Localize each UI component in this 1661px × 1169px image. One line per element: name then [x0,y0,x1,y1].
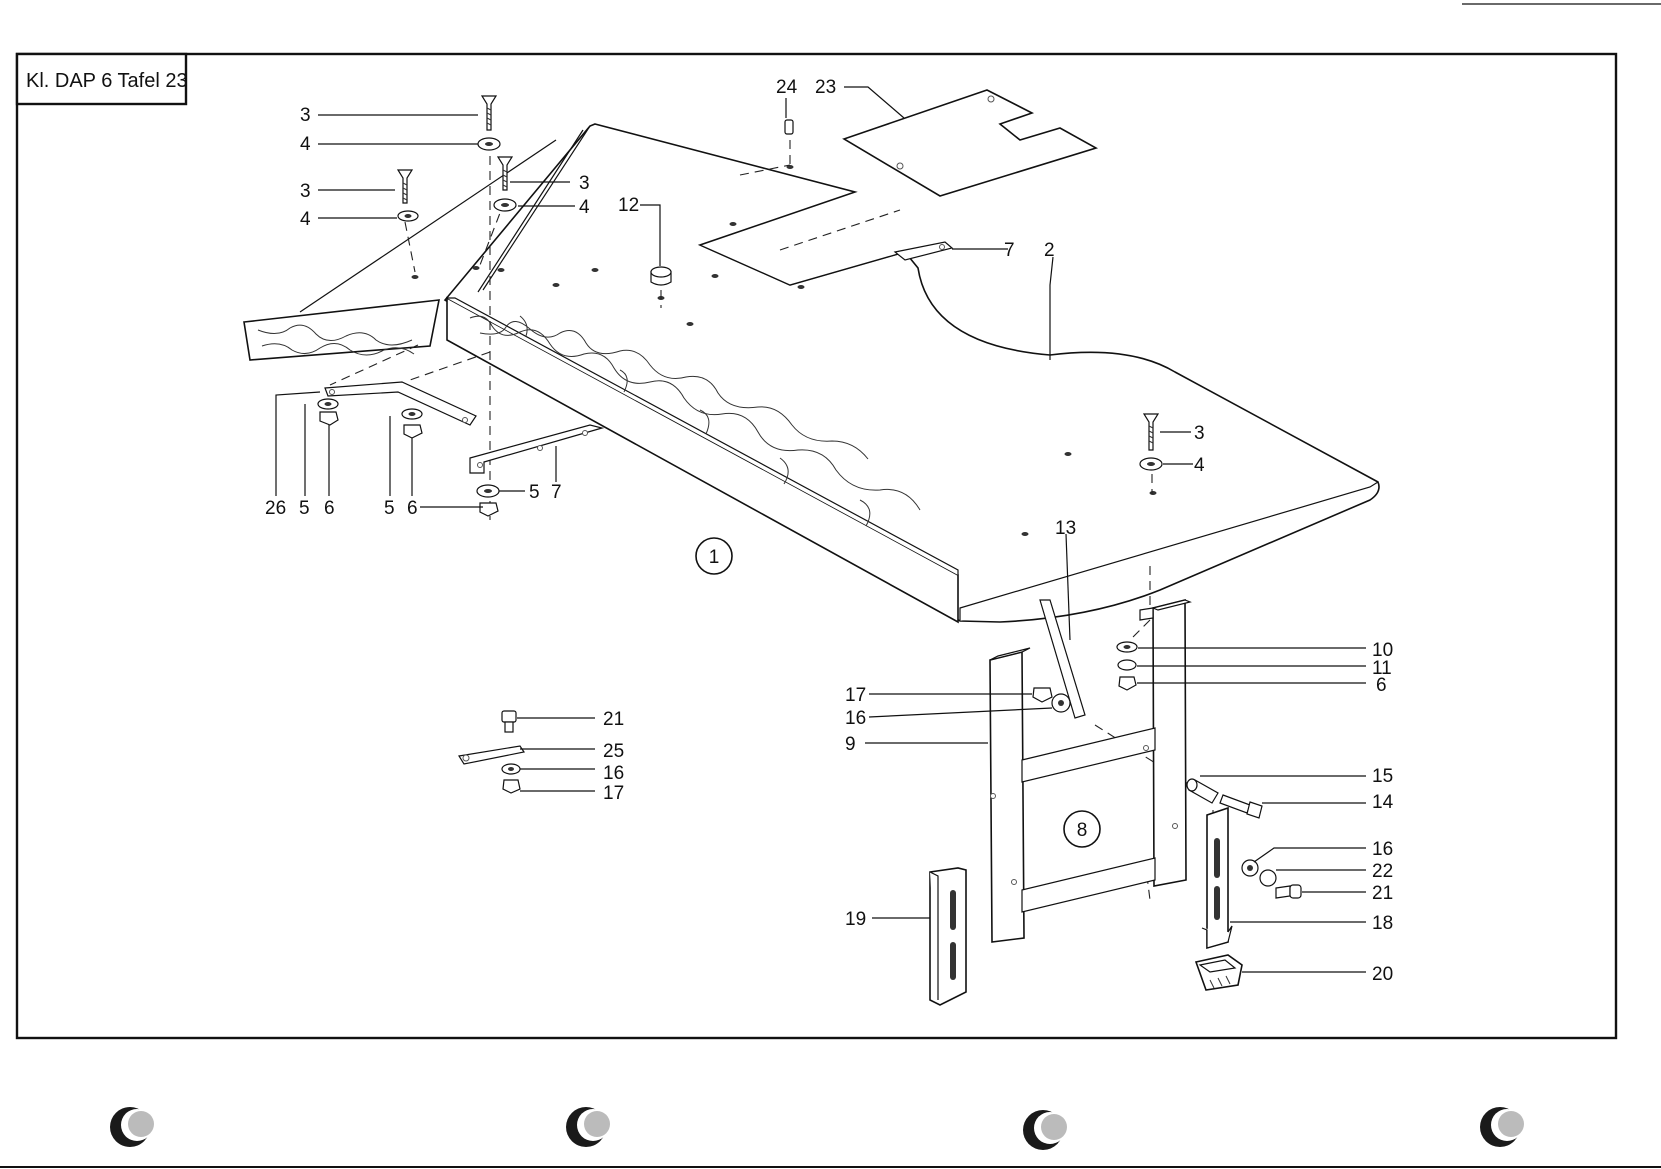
callout-bolt-14: 14 [1372,792,1394,813]
callout-washer-5-b: 5 [384,498,395,519]
frame-9 [990,600,1190,942]
washer-16-c [1242,860,1258,876]
callout-washer-16-c: 16 [1372,839,1393,860]
assembly-marker-1-label: 1 [709,547,720,568]
screw-3-b [498,157,512,190]
callout-washer-4-d: 4 [1194,455,1205,476]
left-wood-brace [244,300,439,360]
callout-screw-3-d: 3 [1194,423,1205,444]
clip-25 [459,746,524,764]
nut-17-b [503,780,520,793]
foot-18 [1202,808,1232,948]
bolt-21-b [1276,885,1301,898]
callout-sleeve-15: 15 [1372,766,1393,787]
washer-16-a [1052,694,1070,712]
callout-spring-22: 22 [1372,861,1393,882]
callout-washer-5-c: 5 [529,482,540,503]
callout-washer-16-b: 16 [603,763,624,784]
nut-6-a [320,412,338,425]
callout-frame-9: 9 [845,734,856,755]
callout-nut-6-b: 6 [407,498,418,519]
callout-glide-20: 20 [1372,964,1393,985]
callout-plate-23: 23 [815,77,836,98]
callout-bolt-21-a: 21 [603,709,624,730]
callout-nut-6-c: 6 [1376,675,1387,696]
cover-plate-23 [844,90,1096,196]
punch-hole-1 [110,1107,154,1147]
punch-hole-2 [566,1107,610,1147]
screw-3-a [482,96,496,130]
nut-6-d [1119,677,1136,690]
angle-bracket-26 [325,382,476,425]
nut-6-c [480,503,498,516]
callout-washer-4-b: 4 [579,197,590,218]
callout-screw-3-c: 3 [300,181,311,202]
callout-bolt-21-b: 21 [1372,883,1393,904]
washer-16-b [502,764,520,774]
glide-20 [1196,955,1242,990]
washer-4-a [478,138,500,150]
callout-table-top-2: 2 [1044,240,1055,261]
callout-pin-24: 24 [776,77,798,98]
tab-7-top [895,242,952,260]
callout-washer-4-c: 4 [300,209,311,230]
cap-12 [651,267,671,285]
washer-10 [1117,642,1137,652]
washer-5-b [402,409,422,419]
punch-hole-3 [1023,1110,1067,1150]
washer-5-c [477,485,499,497]
callout-rail-7: 7 [551,482,562,503]
callout-tab-7: 7 [1004,240,1015,261]
callout-screw-3-a: 3 [300,105,311,126]
callout-washer-4-a: 4 [300,134,311,155]
callout-cap-12: 12 [618,195,639,216]
callout-nut-17-a: 17 [845,685,866,706]
punch-hole-4 [1480,1107,1524,1147]
callout-strut-13: 13 [1055,518,1076,539]
sleeve-15 [1187,779,1218,803]
washer-4-d [1140,458,1162,470]
washer-4-c [398,211,418,221]
washer-4-b [494,199,516,211]
sheet-title: Kl. DAP 6 Tafel 23 [26,70,188,92]
nut-17-a [1033,688,1052,702]
callout-foot-18: 18 [1372,913,1393,934]
bolt-21-a [502,711,516,732]
foot-19 [930,868,966,1005]
callout-angle-26: 26 [265,498,286,519]
callout-nut-6-a: 6 [324,498,335,519]
callout-washer-5-a: 5 [299,498,310,519]
callout-foot-19: 19 [845,909,866,930]
binder-punch-holes [110,1107,1524,1150]
callout-nut-17-b: 17 [603,783,624,804]
title-block: Kl. DAP 6 Tafel 23 [17,54,188,104]
callout-screw-3-b: 3 [579,173,590,194]
pin-24 [785,120,793,134]
nut-6-b [404,425,422,438]
washer-5-a [318,399,338,409]
spring-22 [1260,870,1276,886]
spring-11 [1118,660,1136,670]
callout-washer-16-a: 16 [845,708,866,729]
assembly-marker-8: 8 [1064,811,1100,847]
callout-clip-25: 25 [603,741,624,762]
assembly-marker-8-label: 8 [1077,820,1088,841]
assembly-marker-1: 1 [696,538,732,574]
screw-3-c [398,170,412,203]
